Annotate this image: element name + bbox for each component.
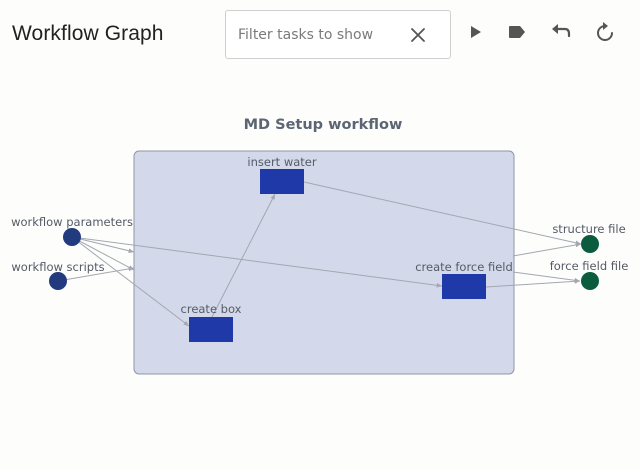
refresh-icon[interactable]: [594, 21, 616, 43]
undo-icon[interactable]: [550, 21, 572, 43]
label-icon[interactable]: [506, 21, 528, 43]
edge-scripts-to-group: [57, 266, 135, 282]
output-label-force-field-file: force field file: [550, 259, 629, 273]
output-node-structure-file[interactable]: [581, 235, 599, 253]
workflow-group-title: MD Setup workflow: [244, 117, 403, 133]
edge-box-to-water: [211, 193, 276, 318]
task-label-create-force-field: create force field: [415, 260, 513, 274]
filter-input[interactable]: [238, 23, 398, 47]
input-label-workflow-scripts: workflow scripts: [11, 260, 104, 274]
output-label-structure-file: structure file: [552, 222, 625, 236]
output-node-force-field-file[interactable]: [581, 272, 599, 290]
edge-parameters-to-box: [71, 236, 190, 327]
task-node-create-force-field[interactable]: [442, 274, 486, 299]
input-node-workflow-scripts[interactable]: [49, 272, 67, 290]
task-node-create-box[interactable]: [189, 317, 233, 342]
task-filter: [225, 10, 451, 59]
edge-water-to-structure: [303, 181, 582, 246]
page-title: Workflow Graph: [12, 22, 164, 45]
edge-parameters-to-forcefield: [71, 236, 443, 288]
edge-forcefield-to-structure: [512, 242, 582, 257]
edge-forcefield-to-forcefield-file: [485, 278, 581, 288]
edge-parameters-to-group-2: [71, 236, 135, 271]
edge-group-to-forcefield-file: [512, 271, 581, 283]
play-icon[interactable]: [464, 21, 486, 43]
task-label-create-box: create box: [181, 302, 242, 316]
task-label-insert-water: insert water: [247, 155, 316, 169]
edge-parameters-to-group: [71, 236, 135, 254]
input-node-workflow-parameters[interactable]: [63, 228, 81, 246]
close-icon[interactable]: [408, 25, 428, 45]
graph-edges: [57, 181, 582, 327]
task-node-insert-water[interactable]: [260, 169, 304, 194]
input-label-workflow-parameters: workflow parameters: [11, 215, 133, 229]
